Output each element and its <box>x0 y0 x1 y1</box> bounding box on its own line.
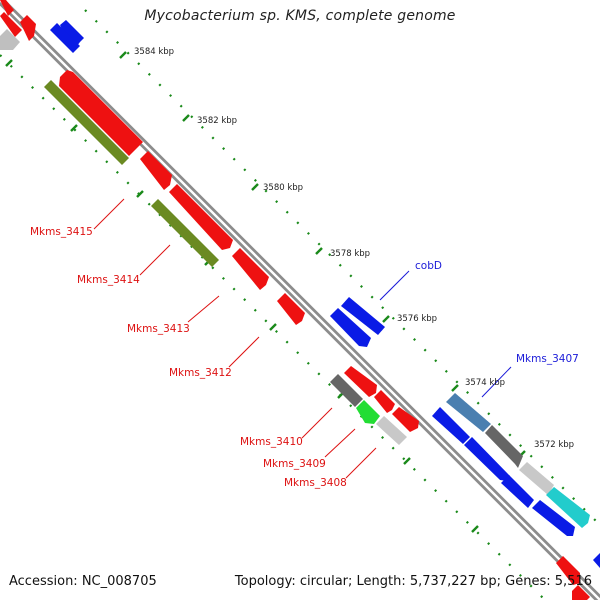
major-tick <box>70 124 78 132</box>
gene-arrow[interactable] <box>392 407 419 432</box>
gene-arrow[interactable] <box>546 487 590 528</box>
gene-label-mkms-3415[interactable]: Mkms_3415 <box>30 226 93 238</box>
scale-label: 3580 kbp <box>263 183 303 193</box>
gene-label-mkms-3412[interactable]: Mkms_3412 <box>169 367 232 379</box>
gene-arrow[interactable] <box>151 199 219 267</box>
gene-arrow[interactable] <box>572 585 590 600</box>
tick-tracks <box>0 9 600 600</box>
gene-arrow[interactable] <box>232 248 269 290</box>
scale-labels: 3584 kbp 3582 kbp 3580 kbp 3578 kbp 3576… <box>134 47 574 450</box>
gene-arrow[interactable] <box>59 70 143 156</box>
gene-label-cobd[interactable]: cobD <box>415 260 442 272</box>
gene-arrow[interactable] <box>519 462 554 495</box>
gene-arrow[interactable] <box>50 23 80 53</box>
gene-arrow[interactable] <box>140 151 172 190</box>
gene-label-mkms-3414[interactable]: Mkms_3414 <box>77 274 140 286</box>
leader-line <box>187 295 220 323</box>
gene-arrow[interactable] <box>446 393 491 432</box>
major-tick <box>119 51 127 59</box>
scale-label: 3572 kbp <box>534 440 574 450</box>
gene-arrow[interactable] <box>432 407 470 444</box>
gene-arrow[interactable] <box>60 20 84 51</box>
leader-line <box>345 447 377 479</box>
major-tick <box>471 525 479 533</box>
gene-arrow[interactable] <box>341 297 385 335</box>
major-tick <box>382 315 390 323</box>
major-tick <box>136 190 144 198</box>
genome-summary-text: Topology: circular; Length: 5,737,227 bp… <box>234 574 592 589</box>
leader-line <box>93 198 125 230</box>
gene-arrow[interactable] <box>464 437 510 481</box>
leader-line <box>228 336 260 368</box>
scale-label: 3576 kbp <box>397 314 437 324</box>
scale-label: 3574 kbp <box>465 378 505 388</box>
gene-arrow[interactable] <box>593 553 600 568</box>
gene-arrow[interactable] <box>374 390 395 413</box>
accession-text: Accession: NC_008705 <box>9 574 157 589</box>
gene-arrow[interactable] <box>556 556 580 585</box>
genome-title: Mycobacterium sp. KMS, complete genome <box>144 8 456 24</box>
gene-label-mkms-3408[interactable]: Mkms_3408 <box>284 477 347 489</box>
gene-arrow[interactable] <box>44 80 129 165</box>
leader-line <box>481 366 512 398</box>
gene-arrow[interactable] <box>277 293 305 325</box>
scale-label: 3584 kbp <box>134 47 174 57</box>
leader-line <box>301 407 333 439</box>
major-tick <box>403 457 411 465</box>
gene-arrow[interactable] <box>0 0 14 16</box>
gene-label-mkms-3409[interactable]: Mkms_3409 <box>263 458 326 470</box>
gene-arrow[interactable] <box>356 400 380 424</box>
gene-arrow[interactable] <box>344 366 377 397</box>
gene-label-mkms-3407[interactable]: Mkms_3407 <box>516 353 579 365</box>
gene-arrow[interactable] <box>330 374 363 407</box>
major-tick <box>451 384 459 392</box>
gene-arrow[interactable] <box>532 500 575 536</box>
scale-label: 3578 kbp <box>330 249 370 259</box>
major-tick <box>5 59 13 67</box>
major-tick <box>251 183 259 191</box>
gene-arrow[interactable] <box>376 416 407 445</box>
leader-lines <box>93 198 512 479</box>
gene-arrow[interactable] <box>485 425 523 468</box>
gene-label-mkms-3410[interactable]: Mkms_3410 <box>240 436 303 448</box>
gene-label-mkms-3413[interactable]: Mkms_3413 <box>127 323 190 335</box>
gene-arrow[interactable] <box>0 12 22 37</box>
major-tick <box>182 114 190 122</box>
gene-arrow[interactable] <box>0 29 20 50</box>
gene-arrow[interactable] <box>169 184 233 250</box>
major-tick <box>269 323 277 331</box>
gene-arrow[interactable] <box>330 308 371 347</box>
scale-label: 3582 kbp <box>197 116 237 126</box>
leader-line <box>324 428 356 458</box>
leader-line <box>139 244 171 276</box>
gene-arrow[interactable] <box>20 15 36 41</box>
major-tick <box>315 247 323 255</box>
reverse-genes <box>330 297 600 568</box>
gene-arrow[interactable] <box>501 475 534 508</box>
gene-labels: Mkms_3415 Mkms_3414 Mkms_3413 Mkms_3412 … <box>30 226 579 489</box>
outer-tick-track <box>84 9 600 526</box>
leader-line <box>379 270 410 301</box>
